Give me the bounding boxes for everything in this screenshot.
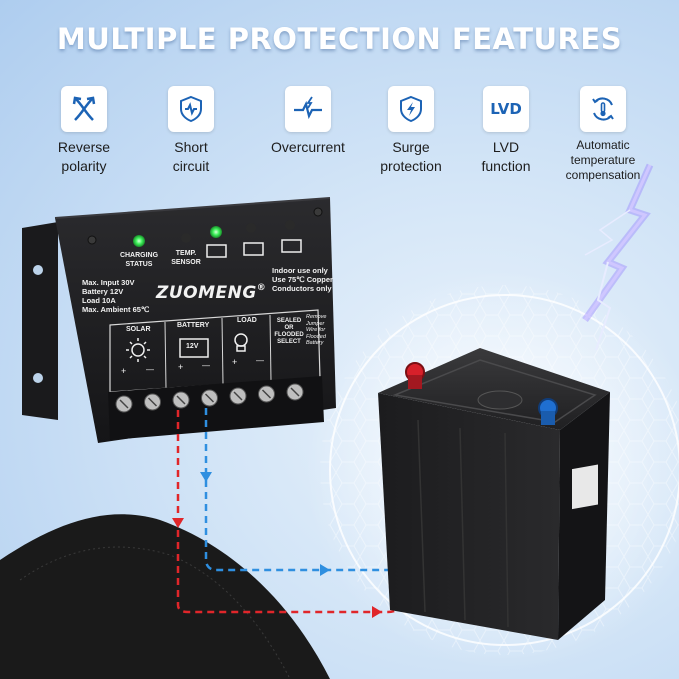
mounting-hole [33,373,43,383]
battery-minus-label: — [202,361,210,370]
battery-mid-icon [243,242,264,256]
terminal-screw-slot [147,397,158,407]
battery-plus-label: + [178,362,184,372]
battery-side [558,392,610,640]
mounting-hole [33,265,43,275]
mounting-flange [22,222,58,420]
screw [87,235,97,245]
battery-label: BATTERY [177,322,210,329]
terminal-screw-slot [290,387,300,397]
temp-sensor-led [181,233,191,243]
lightning-branch [584,209,631,256]
short-circuit-icon [168,86,214,132]
battery-voltage-label: 12V [186,343,199,350]
brand-logo: ZUOMENG® [156,283,267,303]
battery-full-icon [206,244,227,258]
temp-sensor-label: TEMP.SENSOR [171,250,201,266]
screw [313,207,323,217]
lightning-bolt-glow [582,163,654,323]
negative-wire-arrow [200,472,212,482]
negative-terminal-post [541,411,555,425]
aux-led [285,220,295,230]
feature-overcurrent: Overcurrent [262,86,354,157]
battery-lid-ridge [392,359,597,423]
terminal-screw-slot [176,395,186,405]
negative-wire-arrow [320,564,330,576]
load-label: LOAD [237,317,257,324]
bulb-icon [234,333,248,352]
positive-terminal-post [408,375,422,389]
battery-rib [417,419,426,613]
banner-title: MULTIPLE PROTECTION FEATURES [56,22,623,56]
lightning-bolt [583,164,652,321]
coal-pile [0,514,330,679]
sun-icon [126,338,150,362]
temperature-compensation-icon [580,86,626,132]
battery-low-icon [281,239,302,253]
panel-divider [164,321,167,389]
overcurrent-icon [285,86,331,132]
battery-rib [504,432,509,628]
lightning-branch [595,261,612,351]
load-minus-label: — [256,356,264,365]
solar-label: SOLAR [126,326,151,333]
battery-terminal-icon [179,338,209,358]
shield-ring [329,294,679,646]
terminal-screw-slot [119,399,129,409]
panel-divider [221,317,224,385]
surge-protection-icon [388,86,434,132]
terminal-screw-slot [233,391,243,401]
terminal-screw-slot [204,393,215,403]
load-plus-label: + [232,357,238,367]
terminal-screw-slot [261,389,272,399]
charging-status-led [133,235,145,247]
load-status-led [246,223,256,233]
battery-warning-label [572,464,598,510]
reverse-polarity-icon [61,86,107,132]
solar-minus-label: — [146,365,154,374]
feature-label: Overcurrent [271,139,345,155]
panel-divider [269,314,272,382]
controller-edge [54,197,331,219]
solar-plus-label: + [121,366,127,376]
battery-vent [477,390,523,410]
battery-status-led [210,226,222,238]
battery-rib [459,427,466,621]
lvd-icon-text: LVD [490,100,522,118]
positive-wire-arrow [172,518,184,528]
lvd-icon: LVD [483,86,529,132]
battery-front [378,393,560,640]
positive-wire-arrow [372,606,382,618]
